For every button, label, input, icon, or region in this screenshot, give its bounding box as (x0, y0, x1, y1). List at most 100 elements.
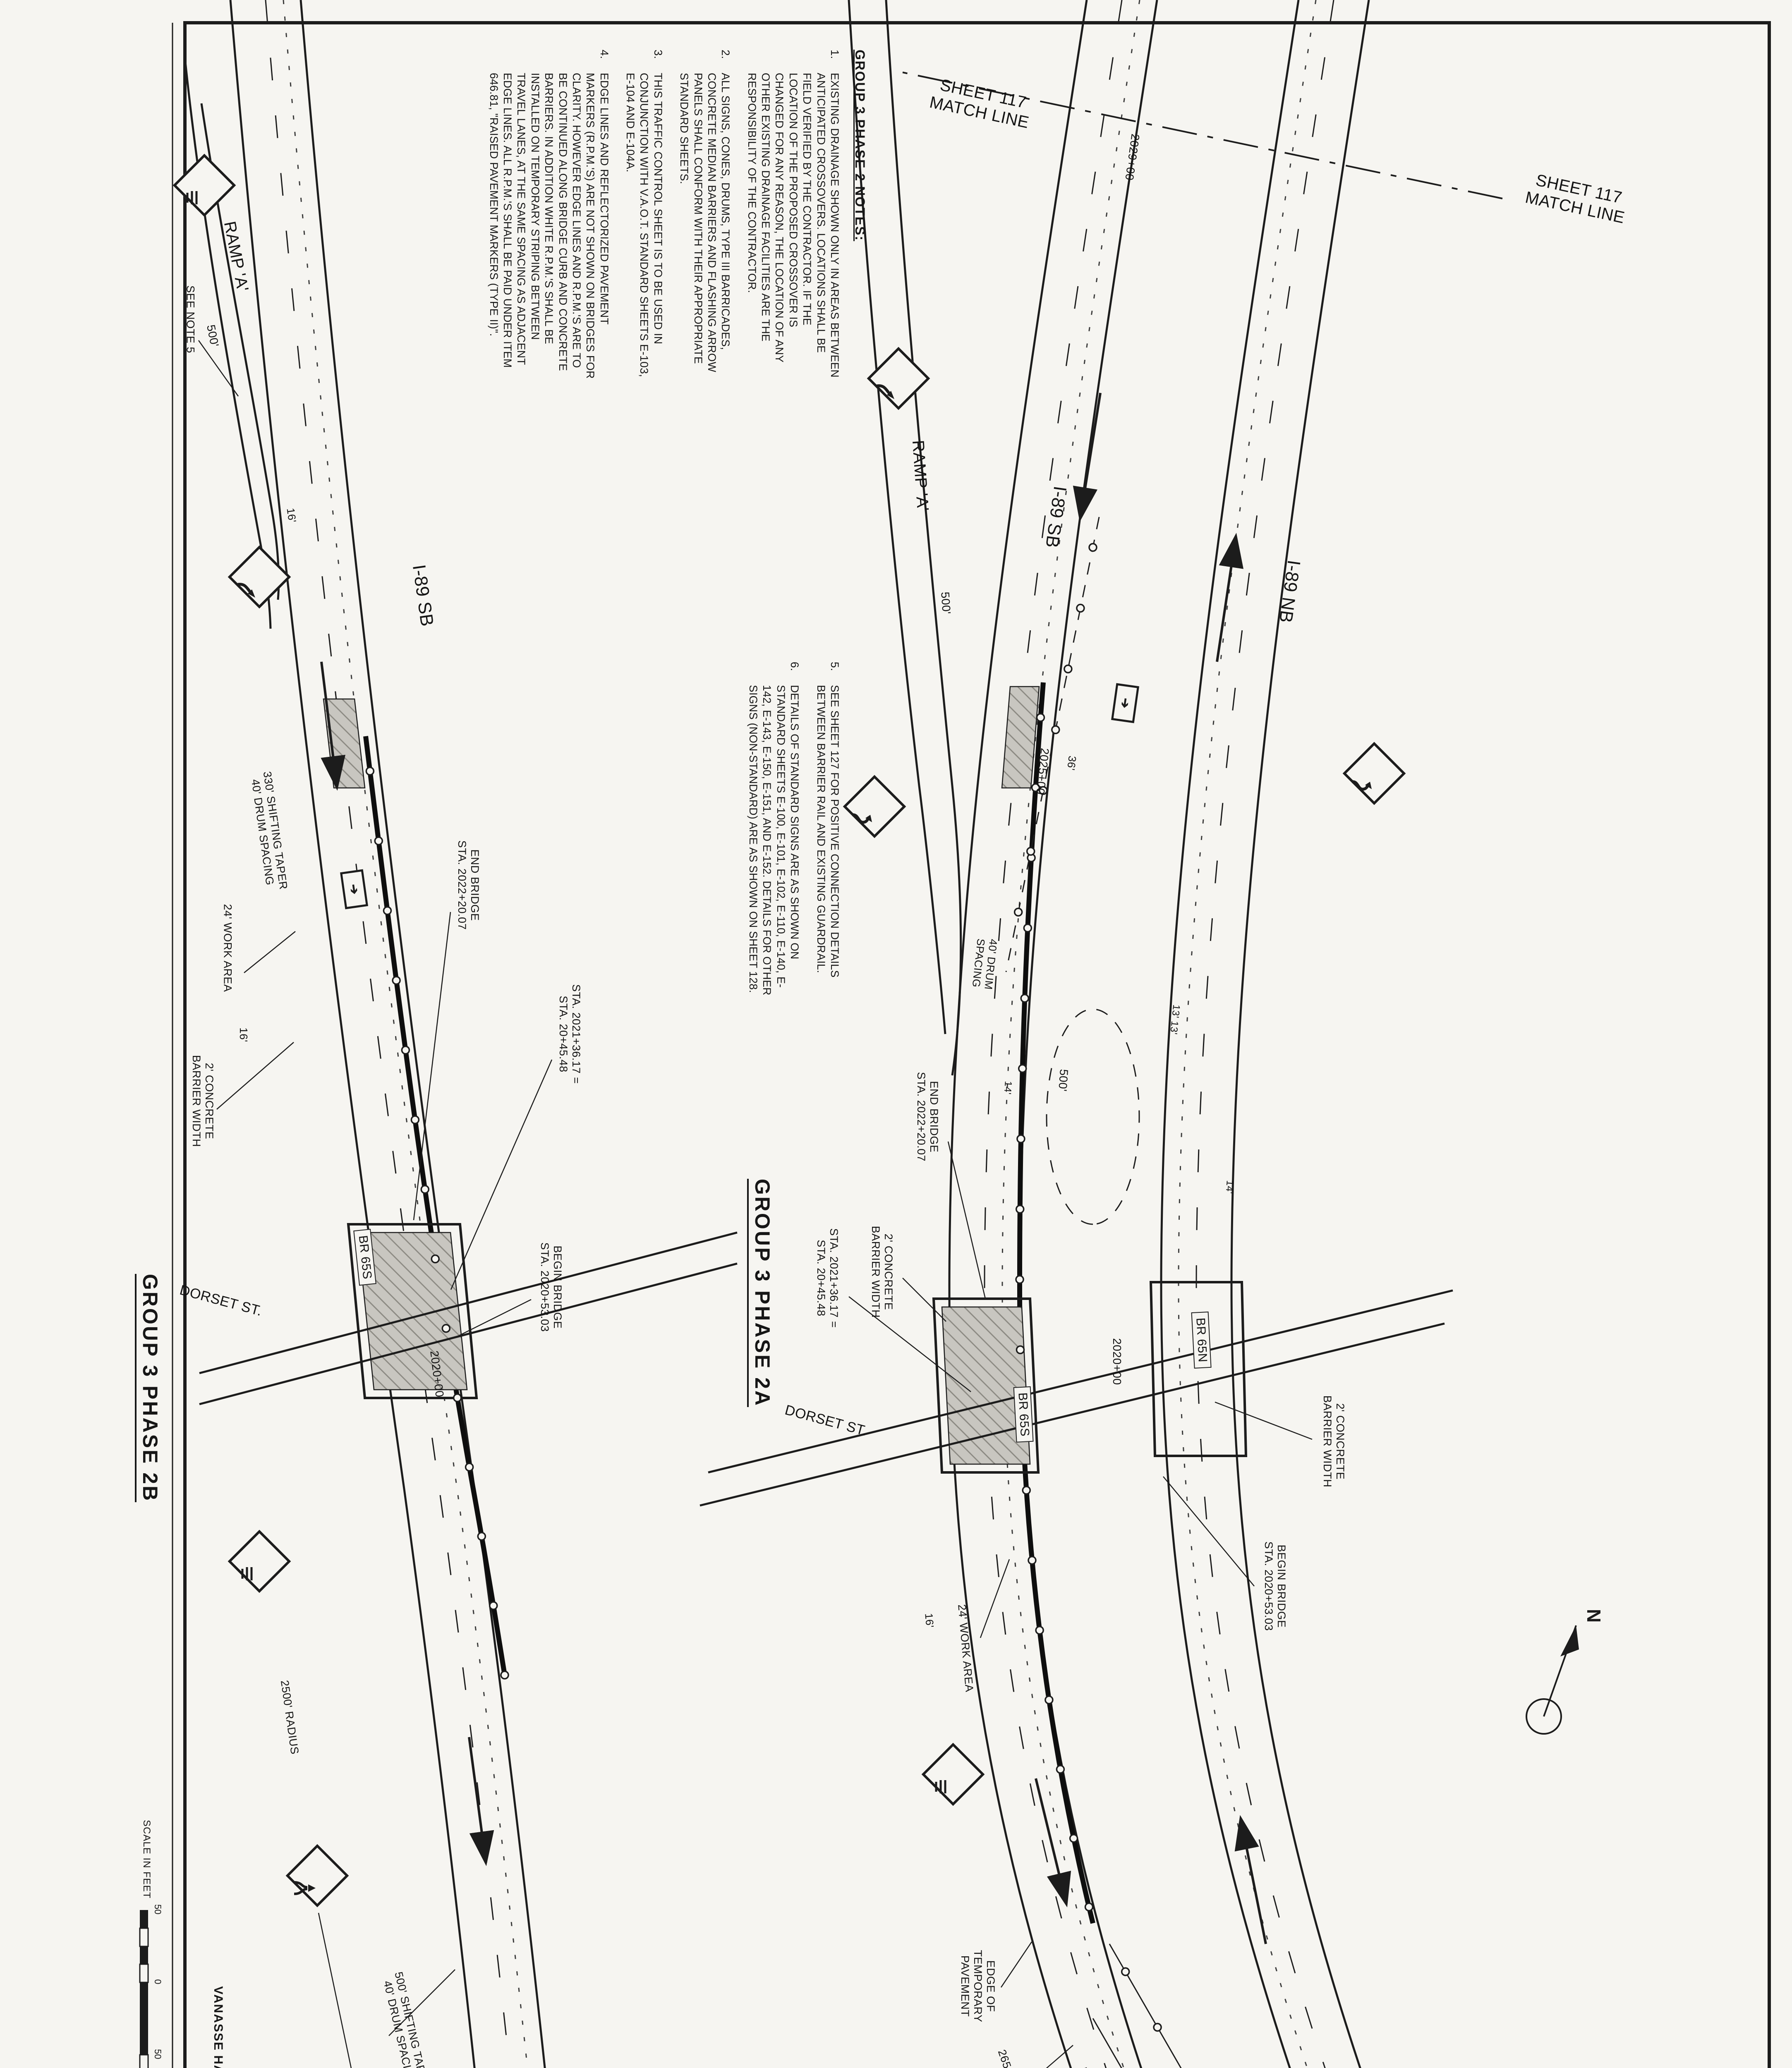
plan-annotation: STA. 2021+36.17 = STA. 20+45.48 (815, 1228, 840, 1328)
notes-column-2: 5.SEE SHEET 127 FOR POSITIVE CONNECTION … (734, 662, 841, 1005)
plan-annotation: 2020+00 (1110, 1338, 1124, 1385)
note-number: 1. (829, 50, 841, 59)
warning-sign-reverse (843, 775, 906, 838)
traffic-drum (1045, 1695, 1054, 1704)
notes-column-1: 1. EXISTING DRAINAGE SHOWN ONLY IN AREAS … (474, 50, 841, 381)
firm-credit: VANASSE HANGEN BRUSTLIN, INC. (211, 1923, 225, 2068)
note-item: 1. EXISTING DRAINAGE SHOWN ONLY IN AREAS … (745, 50, 841, 381)
directional-flow-arrows (320, 393, 1267, 1944)
traffic-drum (1022, 1486, 1031, 1495)
traffic-drum (1018, 1064, 1027, 1073)
ramp-a-edge (848, 0, 946, 1034)
dorset-st-2b (199, 1231, 738, 1374)
traffic-drum (1088, 543, 1097, 552)
traffic-drum (1153, 2023, 1162, 2032)
phase2a-corridor (700, 0, 1543, 2068)
plan-annotation: 16' (284, 507, 299, 524)
north-label: N (1583, 1609, 1605, 1623)
scale-bar-graphic (139, 1910, 149, 2068)
traffic-drum (1084, 1902, 1094, 1912)
traffic-drum (1016, 1134, 1025, 1144)
traffic-drum (365, 766, 375, 776)
traffic-drum (1016, 1345, 1025, 1355)
north-arrow: N (1526, 1609, 1605, 1735)
warning-sign-curve (867, 347, 930, 410)
bridge-br65s-2b (347, 1223, 478, 1399)
match-line-sheet117 (902, 72, 1503, 199)
note-text: ALL SIGNS, CONES, DRUMS, TYPE III BARRIC… (678, 73, 732, 373)
plan-annotation: EDGE OF TEMPORARY PAVEMENT (959, 1950, 997, 2023)
sheet-border (183, 21, 1771, 2068)
traffic-drum (453, 1393, 462, 1403)
traffic-drum (1026, 847, 1035, 856)
note-text: EXISTING DRAINAGE SHOWN ONLY IN AREAS BE… (745, 73, 841, 378)
leader-lines (198, 340, 1313, 2068)
traffic-drum (374, 836, 383, 845)
traffic-drum (1036, 713, 1045, 722)
warning-sign-bars (921, 1742, 985, 1806)
note-item: 6. DETAILS OF STANDARD SIGNS ARE AS SHOWN… (746, 662, 802, 1005)
median-crossover-outline (1046, 1008, 1140, 1225)
plan-annotation: 500' (1056, 1068, 1071, 1092)
traffic-drum (465, 1462, 474, 1472)
scale-bar: SCALE IN FEET 50 0 50 100 (132, 1820, 163, 2068)
traffic-drum (392, 976, 401, 985)
note-item: 2. ALL SIGNS, CONES, DRUMS, TYPE III BARR… (677, 50, 733, 381)
traffic-drum (1015, 1204, 1025, 1214)
scale-tick: 0 (153, 1979, 163, 1984)
arrow-icon: ➔ (346, 883, 362, 895)
traffic-drum (500, 1671, 509, 1680)
traffic-drum (1035, 1625, 1044, 1635)
traffic-drum (1020, 993, 1029, 1003)
notes-block: GROUP 3 PHASE 2 NOTES: 1. EXISTING DRAINA… (488, 50, 867, 1108)
scale-tick: 50 (153, 1904, 163, 1915)
traffic-drum (441, 1324, 451, 1333)
note-item: 3. THIS TRAFFIC CONTROL SHEET IS TO BE US… (623, 50, 665, 381)
traffic-drum (1015, 1275, 1024, 1284)
traffic-drum (1031, 783, 1040, 792)
bridge-br65n (1149, 1281, 1248, 1457)
warning-sign-reverse (1342, 742, 1406, 805)
traffic-drum (1013, 907, 1023, 917)
note-number: 3. (652, 50, 664, 59)
note-number: 2. (719, 50, 732, 59)
note-number: 5. (829, 662, 841, 671)
plan-annotation: 500' (939, 591, 953, 615)
plan-annotation: 40' DRUM SPACING (970, 938, 1000, 991)
phase2a-title: GROUP 3 PHASE 2A (747, 1179, 774, 1407)
notes-title: GROUP 3 PHASE 2 NOTES: (853, 50, 867, 242)
note-number: 4. (598, 50, 611, 59)
note-text: THIS TRAFFIC CONTROL SHEET IS TO BE USED… (624, 73, 664, 377)
plan-annotation: BEGIN BRIDGE STA. 2020+53.03 (539, 1242, 564, 1332)
traffic-drum (1051, 725, 1060, 735)
traffic-drum (401, 1046, 410, 1055)
traffic-drum (410, 1115, 420, 1125)
traffic-drum (420, 1185, 430, 1194)
warning-sign-bars (228, 1529, 291, 1593)
note-number: 6. (788, 662, 801, 671)
traffic-drum (489, 1601, 498, 1610)
construction-area-2b-taper (323, 698, 366, 789)
plan-annotation: 16' (922, 1612, 937, 1628)
construction-area-2a-taper (1001, 686, 1040, 789)
note-text: DETAILS OF STANDARD SIGNS ARE AS SHOWN O… (747, 685, 801, 996)
plan-annotation: BR 65S (1013, 1386, 1034, 1443)
plan-annotation: BR 65N (1191, 1311, 1212, 1369)
arrow-icon: ➔ (1117, 697, 1133, 709)
scale-tick: 50 (153, 2049, 163, 2059)
plan-annotation: END BRIDGE STA. 2022+20.07 (456, 840, 481, 930)
note-text: EDGE LINES AND REFLECTORIZED PAVEMENT MA… (487, 73, 611, 379)
plan-annotation: SEE NOTE 5 (184, 285, 197, 354)
bridge-br65s (932, 1297, 1040, 1474)
traffic-drum (1023, 924, 1033, 933)
plan-annotation: 2' CONCRETE BARRIER WIDTH (190, 1055, 216, 1147)
plan-annotation: 36' (1064, 755, 1079, 771)
warning-sign-merge (285, 1844, 349, 1908)
plan-annotation: STA. 2021+36.17 = STA. 20+45.48 (557, 984, 582, 1084)
plan-annotation: 14' (1223, 1180, 1236, 1194)
warning-sign-curve (228, 545, 291, 609)
warning-sign-bars (172, 153, 236, 217)
